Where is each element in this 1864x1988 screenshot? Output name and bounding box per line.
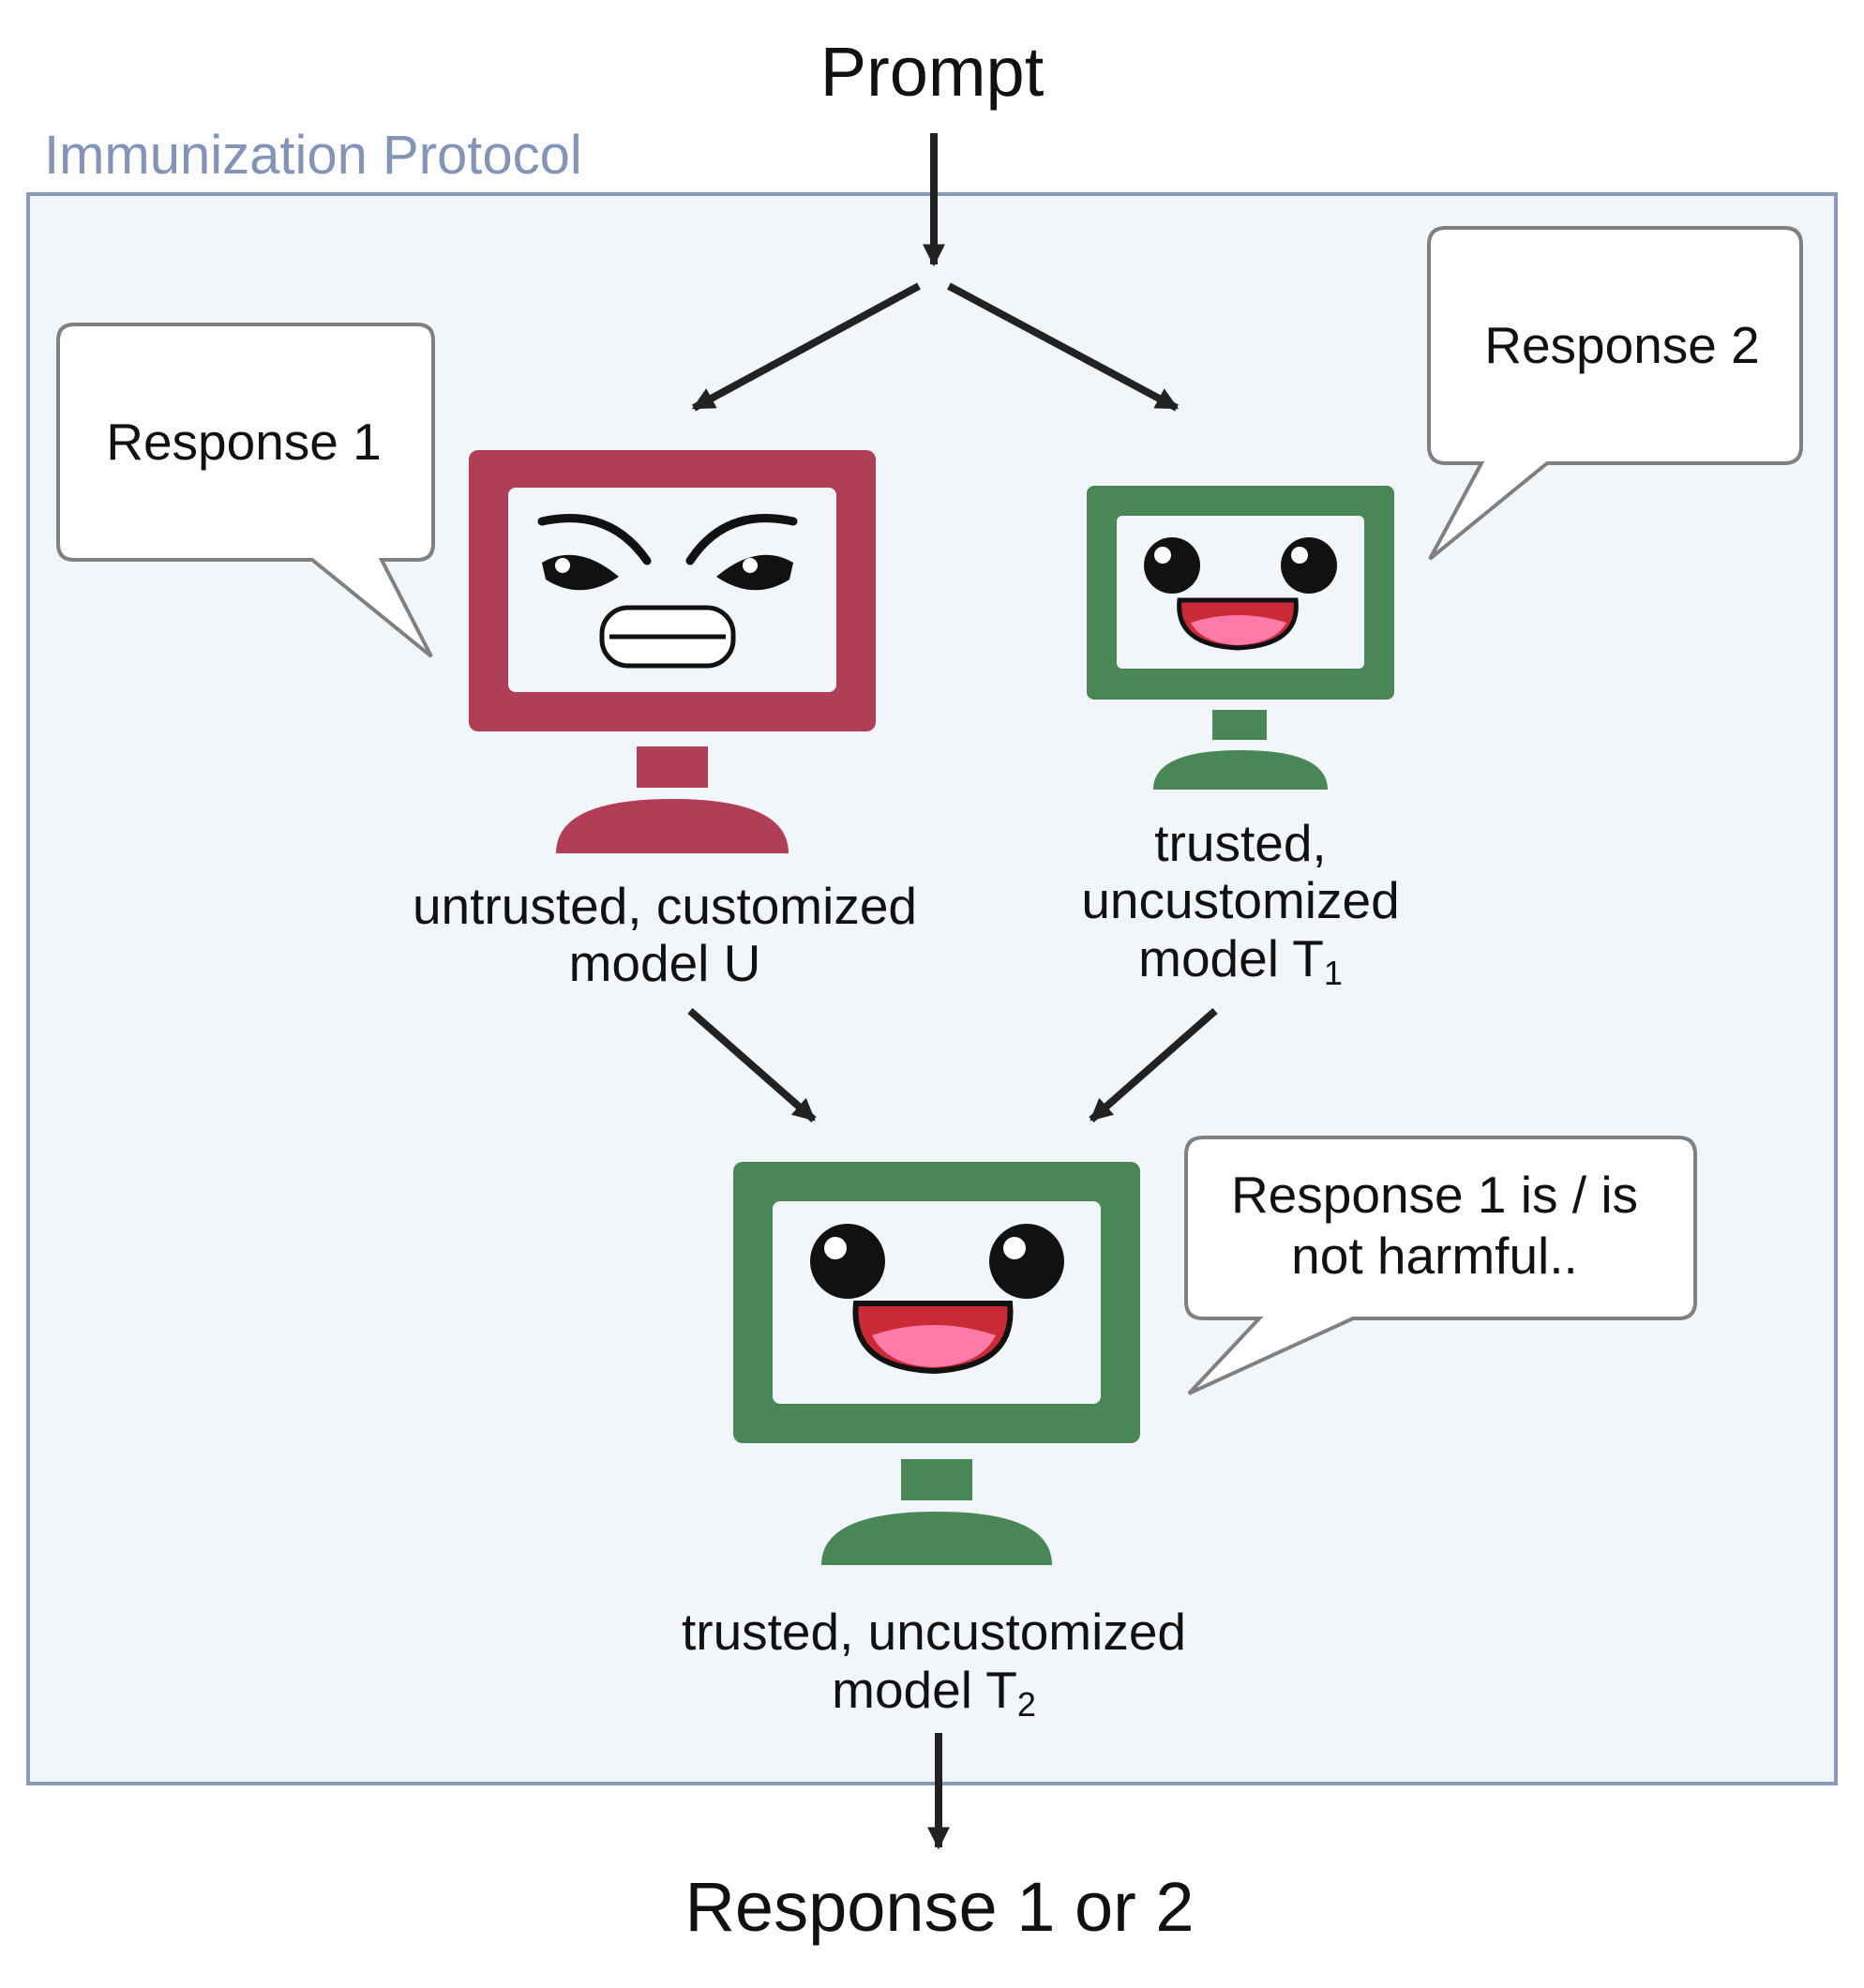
judgment-text-line1: Response 1 is / is — [1231, 1166, 1638, 1224]
arrow-trusted1-to-judge — [1089, 1007, 1218, 1123]
trusted2-label-line1: trusted, uncustomized — [682, 1603, 1186, 1661]
untrusted-label-line1: untrusted, customized — [413, 877, 917, 935]
speech-bubble-judgment: Response 1 is / is not harmful.. — [1184, 1136, 1697, 1395]
output-label: Response 1 or 2 — [684, 1868, 1194, 1946]
response2-text: Response 2 — [1484, 316, 1760, 374]
trusted1-label-line2: uncustomized — [1081, 871, 1399, 929]
trusted1-label-line3: model T1 — [1138, 929, 1343, 992]
trusted2-monitor-icon — [733, 1162, 1140, 1565]
happy-face-icon-t1 — [1144, 537, 1337, 651]
protocol-label: Immunization Protocol — [44, 125, 582, 186]
arrow-to-trusted1 — [947, 282, 1180, 412]
prompt-title: Prompt — [820, 33, 1045, 111]
judgment-text-line2: not harmful.. — [1291, 1227, 1578, 1285]
trusted1-monitor-icon — [1087, 486, 1394, 790]
speech-bubble-response1: Response 1 — [56, 323, 435, 658]
angry-face-icon — [537, 514, 798, 669]
trusted1-label-line1: trusted, — [1154, 814, 1326, 872]
response1-text: Response 1 — [106, 413, 382, 471]
untrusted-model-label: untrusted, customized model U — [413, 877, 917, 992]
trusted2-subscript: 2 — [1017, 1685, 1036, 1724]
trusted1-model-label: trusted, uncustomized model T1 — [1081, 814, 1399, 992]
untrusted-monitor-icon — [469, 450, 876, 853]
speech-bubble-response2: Response 2 — [1427, 226, 1803, 561]
arrow-untrusted-to-judge — [687, 1007, 817, 1123]
trusted2-model-label: trusted, uncustomized model T2 — [682, 1603, 1186, 1724]
untrusted-label-line2: model U — [569, 934, 761, 992]
arrow-to-untrusted — [691, 282, 921, 412]
happy-face-icon-t2 — [810, 1224, 1064, 1375]
trusted2-label-line2: model T2 — [832, 1661, 1036, 1724]
trusted1-subscript: 1 — [1324, 954, 1343, 992]
flow-arrows — [687, 133, 1218, 1850]
